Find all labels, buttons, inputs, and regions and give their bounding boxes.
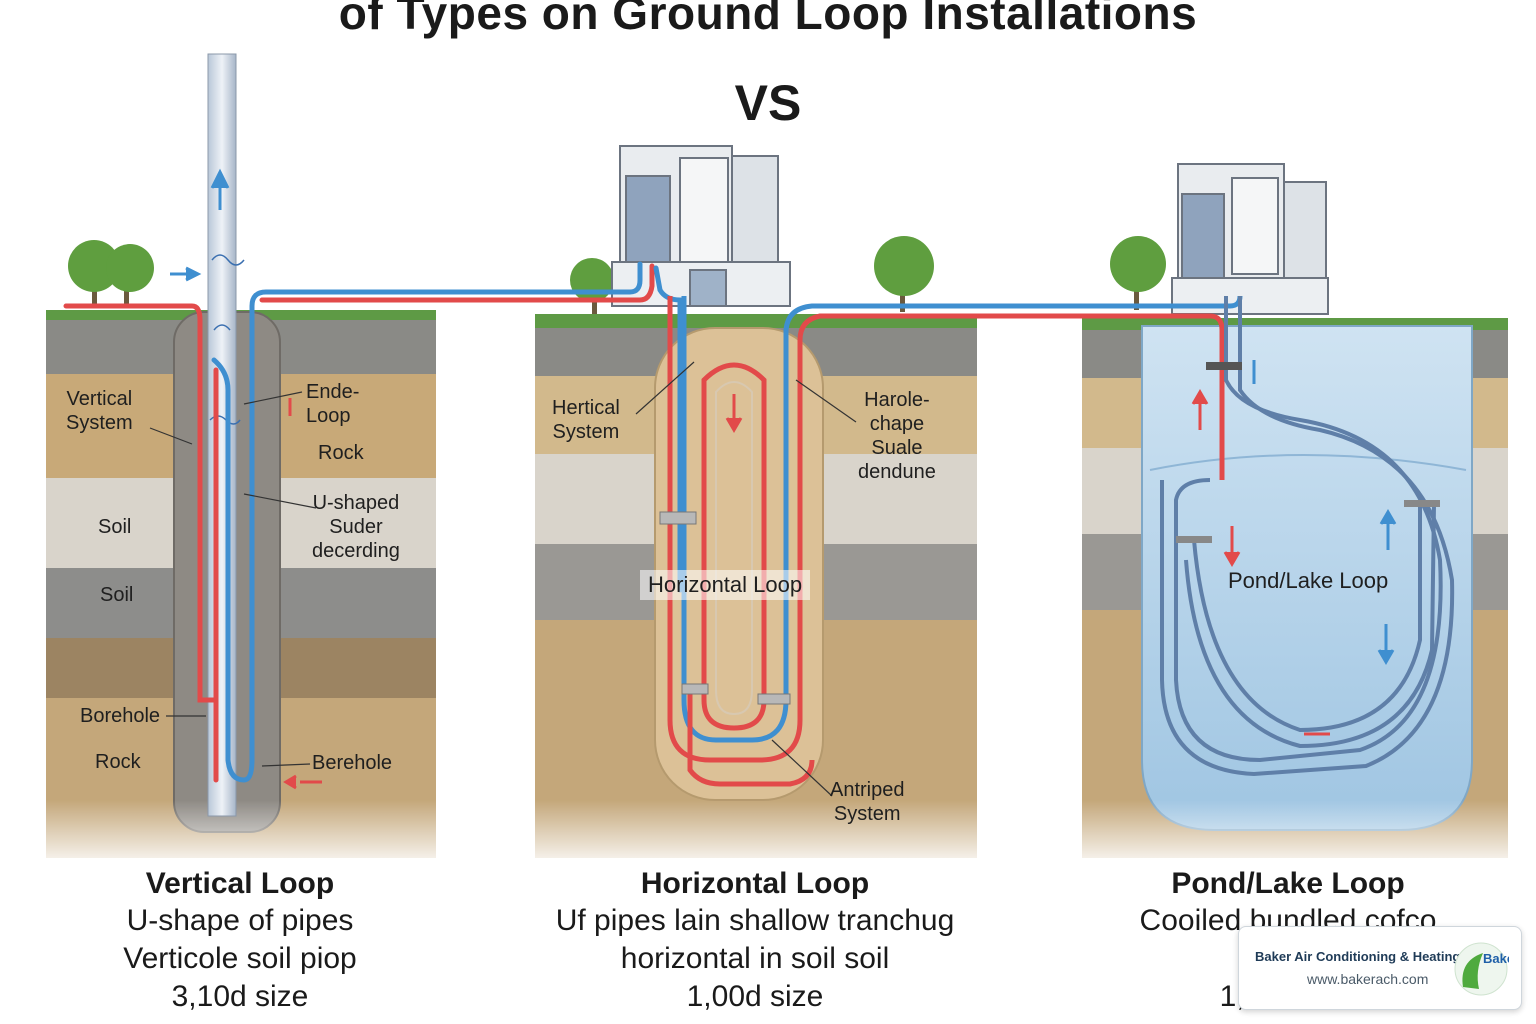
caption-horizontal-loop: Horizontal Loop Uf pipes lain shallow tr… [540,866,970,1016]
label-u-shaped: U-shaped Suder decerding [312,492,400,562]
flow-arrow [170,168,1397,790]
caption-heading: Pond/Lake Loop [1171,867,1405,900]
label-berehole: Berehole [312,752,393,774]
label-pond-loop-tag: Pond/Lake Loop [1228,568,1389,593]
caption-line: 3,10d size [171,980,309,1013]
tree-icon [1110,236,1166,310]
caption-line: 1,00d size [686,980,824,1013]
tree-icon [570,236,934,314]
caption-line: Verticole soil piop [123,942,357,975]
caption-vertical-loop: Vertical Loop U-shape of pipes Verticole… [60,866,420,1016]
label-soil-2: Soil [100,584,134,606]
label-borehole: Borehole [80,705,161,727]
caption-heading: Vertical Loop [145,867,335,900]
label-horizontal-loop-tag: Horizontal Loop [640,570,811,600]
label-harole-chape: Harole- chape Suale dendune [858,389,936,483]
label-antriped-system: Antriped System [830,779,905,825]
caption-line: Uf pipes lain shallow tranchug [555,904,955,937]
logo-url: www.bakerach.com [1307,971,1429,987]
label-hertical-system: Hertical System [552,397,620,443]
vs-label: VS [734,75,802,131]
label-rock-top: Rock [318,442,364,464]
label-rock-bottom: Rock [95,751,141,773]
caption-heading: Horizontal Loop [640,867,870,900]
logo-card: Baker Air Conditioning & Heating www.bak… [1238,926,1522,1010]
building-icon [1171,163,1329,315]
caption-line: horizontal in soil soil [620,942,890,975]
label-soil-1: Soil [98,516,132,538]
diagram-title: of Types on Ground Loop Installations [338,0,1198,39]
tree-icon [68,240,154,308]
caption-line: U-shape of pipes [126,904,354,937]
label-ende-loop: Ende- Loop [306,381,360,427]
svg-text:Baker: Baker [1483,951,1509,966]
logo-company-name: Baker Air Conditioning & Heating [1255,949,1461,964]
label-vertical-system: Vertical System [66,388,133,434]
leaf-logo-icon: Baker [1454,942,1509,996]
